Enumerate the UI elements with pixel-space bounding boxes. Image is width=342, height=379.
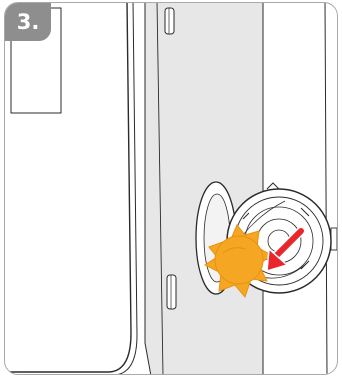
illustration (5, 3, 338, 375)
hinge-bottom (167, 275, 176, 309)
hinge-top (165, 8, 174, 34)
housing-right-outline (325, 3, 327, 375)
instruction-step-frame: 3. (4, 2, 338, 375)
step-number-badge: 3. (5, 3, 51, 41)
door-panel-inner-edge (115, 3, 137, 375)
side-panel (145, 3, 263, 375)
